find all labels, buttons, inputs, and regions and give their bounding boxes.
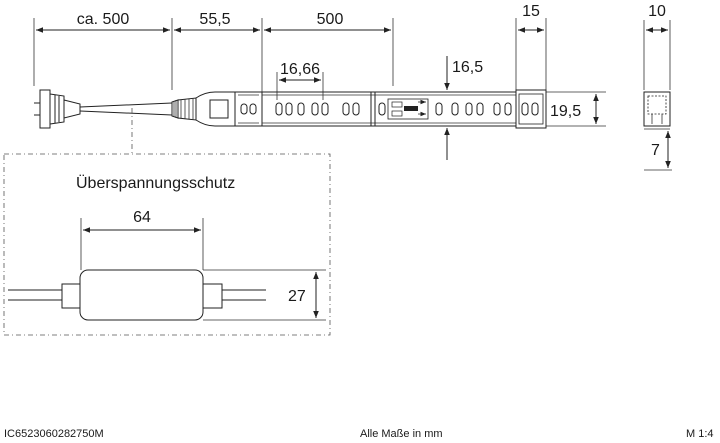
side-profile-drawing: 7 <box>643 91 672 171</box>
feed-connector-drawing <box>171 91 263 127</box>
protector-length-label: 64 <box>133 209 151 226</box>
power-plug-drawing <box>34 89 173 129</box>
detail-frame <box>3 153 331 336</box>
article-number: IC6523060282750M <box>4 428 104 440</box>
strip-height-label: 16,5 <box>452 59 483 76</box>
end-cap-width-dimension: 10 <box>643 3 671 90</box>
scale-note: M 1:4 <box>686 428 714 440</box>
strip-width-label: 19,5 <box>550 103 581 120</box>
plug-length-label: 55,5 <box>199 11 230 28</box>
surge-protector-detail: Überspannungsschutz 64 27 <box>3 153 331 336</box>
profile-height-label: 7 <box>651 142 660 159</box>
segment-length-label: 500 <box>317 11 344 28</box>
end-cap-width-label: 10 <box>648 3 666 20</box>
protector-height-label: 27 <box>288 288 306 305</box>
led-pitch-dimension: 16,66 <box>276 61 324 100</box>
strip-height-dimension: 16,5 <box>444 56 483 160</box>
end-cap-length-dimension: 15 <box>515 3 547 90</box>
end-cap-length-label: 15 <box>522 3 540 20</box>
units-note: Alle Maße in mm <box>360 428 443 440</box>
detail-title: Überspannungsschutz <box>76 174 235 192</box>
led-pitch-label: 16,66 <box>280 61 320 78</box>
cable-length-label: ca. 500 <box>77 11 130 28</box>
led-strip-drawing <box>262 91 516 127</box>
segment-length-dimension: 500 <box>264 11 394 86</box>
end-cap-drawing <box>515 89 547 129</box>
strip-width-dimension: 19,5 <box>546 91 606 127</box>
cable-length-dimension: ca. 500 <box>33 11 173 90</box>
plug-length-dimension: 55,5 <box>174 11 263 92</box>
